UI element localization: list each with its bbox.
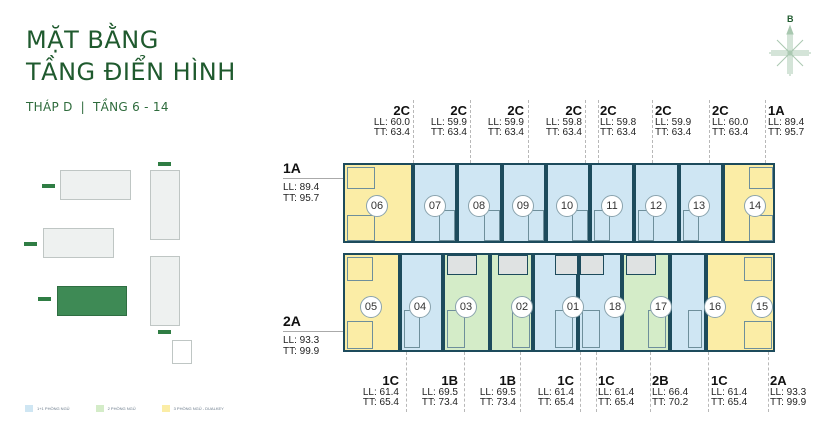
leader-line xyxy=(580,352,581,412)
unit-number: 08 xyxy=(468,195,490,217)
unit-number: 14 xyxy=(744,195,766,217)
leader-line xyxy=(650,352,651,412)
leader-line xyxy=(598,100,599,163)
legend-item: 3 PHÒNG NGỦ - DUALKEY xyxy=(161,405,224,412)
unit-number: 11 xyxy=(601,195,623,217)
unit-number: 10 xyxy=(556,195,578,217)
legend-label: 1+1 PHÒNG NGỦ xyxy=(37,406,70,411)
unit-number: 03 xyxy=(455,296,477,318)
unit-16[interactable] xyxy=(670,253,706,352)
leader-line xyxy=(652,100,653,163)
leader-line xyxy=(528,100,529,163)
leader-line xyxy=(585,100,586,163)
tower-tag xyxy=(158,162,171,166)
corridor xyxy=(343,243,775,253)
side-label-bottom: 2A LL: 93.3 TT: 99.9 xyxy=(283,313,343,357)
leader-line xyxy=(765,100,766,163)
leader-line xyxy=(470,100,471,163)
legend-label: 2 PHÒNG NGỦ xyxy=(107,406,136,411)
unit-number: 09 xyxy=(512,195,534,217)
unit-number: 12 xyxy=(645,195,667,217)
unit-number: 04 xyxy=(409,296,431,318)
floor-range: TẦNG 6 - 14 xyxy=(93,100,169,114)
leader-line xyxy=(413,100,414,163)
legend-item: 1+1 PHÒNG NGỦ xyxy=(25,405,70,412)
side-label-top: 1A LL: 89.4 TT: 95.7 xyxy=(283,160,343,204)
tower-tag xyxy=(158,330,171,334)
stair xyxy=(447,255,477,275)
elevator-core xyxy=(555,255,578,275)
legend: 1+1 PHÒNG NGỦ 2 PHÒNG NGỦ 3 PHÒNG NGỦ - … xyxy=(25,405,224,412)
unit-number: 02 xyxy=(511,296,533,318)
legend-swatch-blue xyxy=(25,405,33,412)
subtitle: THÁP D | TẦNG 6 - 14 xyxy=(26,100,169,114)
unit-08[interactable] xyxy=(457,163,502,243)
compass-rose-icon: B xyxy=(765,8,815,78)
page-title-line2: TẦNG ĐIỂN HÌNH xyxy=(26,58,236,86)
tower-tag xyxy=(38,297,51,301)
unit-number: 06 xyxy=(366,195,388,217)
tower-name: THÁP D xyxy=(26,100,73,114)
tower-building xyxy=(150,170,180,240)
legend-swatch-yellow xyxy=(161,405,170,412)
unit-number: 17 xyxy=(650,296,672,318)
leader-line xyxy=(464,352,465,412)
north-label: B xyxy=(787,14,794,24)
unit-number: 13 xyxy=(688,195,710,217)
leader-line xyxy=(406,352,407,412)
tower-building xyxy=(43,228,114,258)
unit-number: 05 xyxy=(360,296,382,318)
legend-label: 3 PHÒNG NGỦ - DUALKEY xyxy=(173,406,224,411)
tower-tag xyxy=(42,184,55,188)
tower-building xyxy=(60,170,131,200)
unit-number: 16 xyxy=(704,296,726,318)
tower-d-highlighted xyxy=(57,286,127,316)
leader-line xyxy=(768,352,769,412)
unit-number: 15 xyxy=(751,296,773,318)
tower-building xyxy=(150,256,180,326)
legend-item: 2 PHÒNG NGỦ xyxy=(95,405,136,412)
unit-number: 01 xyxy=(562,296,584,318)
unit-number: 18 xyxy=(604,296,626,318)
leader-line xyxy=(708,352,709,412)
unit-number: 07 xyxy=(424,195,446,217)
leader-line xyxy=(520,352,521,412)
unit-04[interactable] xyxy=(400,253,443,352)
stair xyxy=(626,255,656,275)
separator: | xyxy=(80,100,85,114)
annex-building xyxy=(172,340,192,364)
legend-swatch-green xyxy=(95,405,104,412)
elevator-core xyxy=(498,255,528,275)
elevator-core xyxy=(580,255,604,275)
page-title-line1: MẶT BẰNG xyxy=(26,26,159,54)
leader-line xyxy=(709,100,710,163)
site-key-map xyxy=(0,140,220,370)
leader-line xyxy=(596,352,597,412)
tower-tag xyxy=(24,242,37,246)
